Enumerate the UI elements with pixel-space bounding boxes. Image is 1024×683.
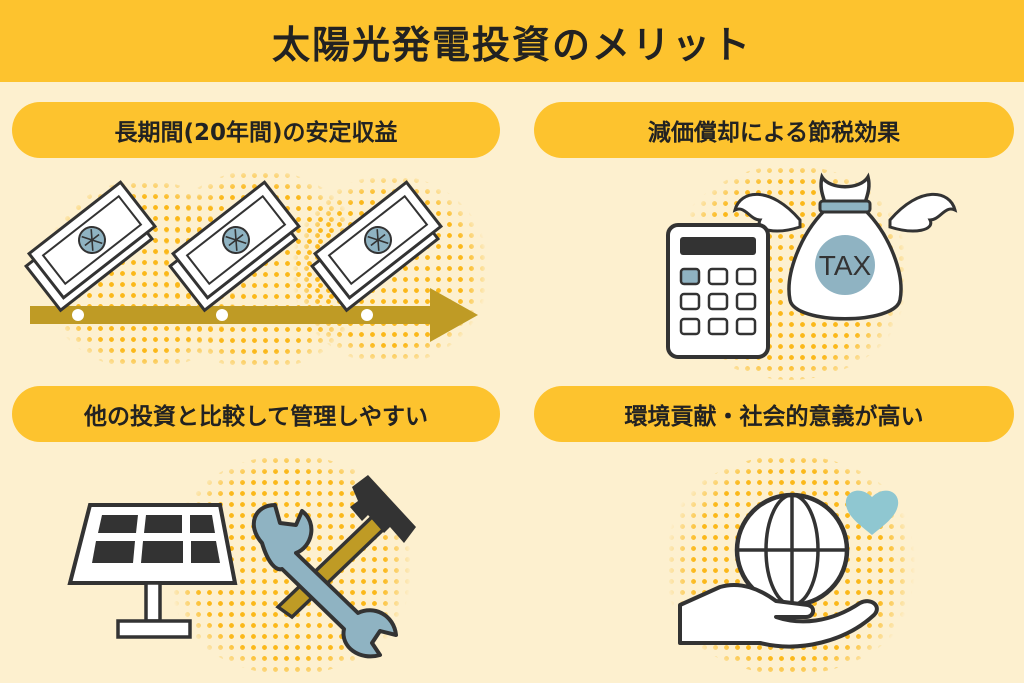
hand-icon xyxy=(678,582,879,649)
benefit-label-easy-management: 他の投資と比較して管理しやすい xyxy=(12,386,500,442)
benefit-label-stable-income: 長期間(20年間)の安定収益 xyxy=(12,102,500,158)
wrench-icon xyxy=(251,503,398,659)
banknote-icon xyxy=(165,182,304,310)
heart-icon xyxy=(845,490,899,535)
tax-savings-illustration: TAX xyxy=(666,172,958,359)
tax-label: TAX xyxy=(819,250,872,281)
timeline-point xyxy=(361,309,373,321)
benefit-label-tax-savings: 減価償却による節税効果 xyxy=(534,102,1014,158)
environment-illustration xyxy=(678,490,899,649)
banknote-icon xyxy=(307,182,446,310)
timeline-arrowhead xyxy=(430,288,478,342)
title-banner: 太陽光発電投資のメリット xyxy=(0,0,1024,82)
wing-icon xyxy=(732,192,802,233)
timeline-arrow-icon xyxy=(30,306,430,324)
easy-management-illustration xyxy=(67,475,416,659)
timeline-point xyxy=(216,309,228,321)
banknote-icon xyxy=(21,182,160,310)
wing-icon xyxy=(888,192,958,233)
calculator-icon xyxy=(666,223,770,359)
benefit-label-environment: 環境貢献・社会的意義が高い xyxy=(534,386,1014,442)
page-title: 太陽光発電投資のメリット xyxy=(271,22,752,67)
money-bag-icon: TAX xyxy=(787,172,903,321)
solar-panel-icon xyxy=(67,503,238,639)
timeline-point xyxy=(72,309,84,321)
stable-income-illustration xyxy=(0,160,478,342)
